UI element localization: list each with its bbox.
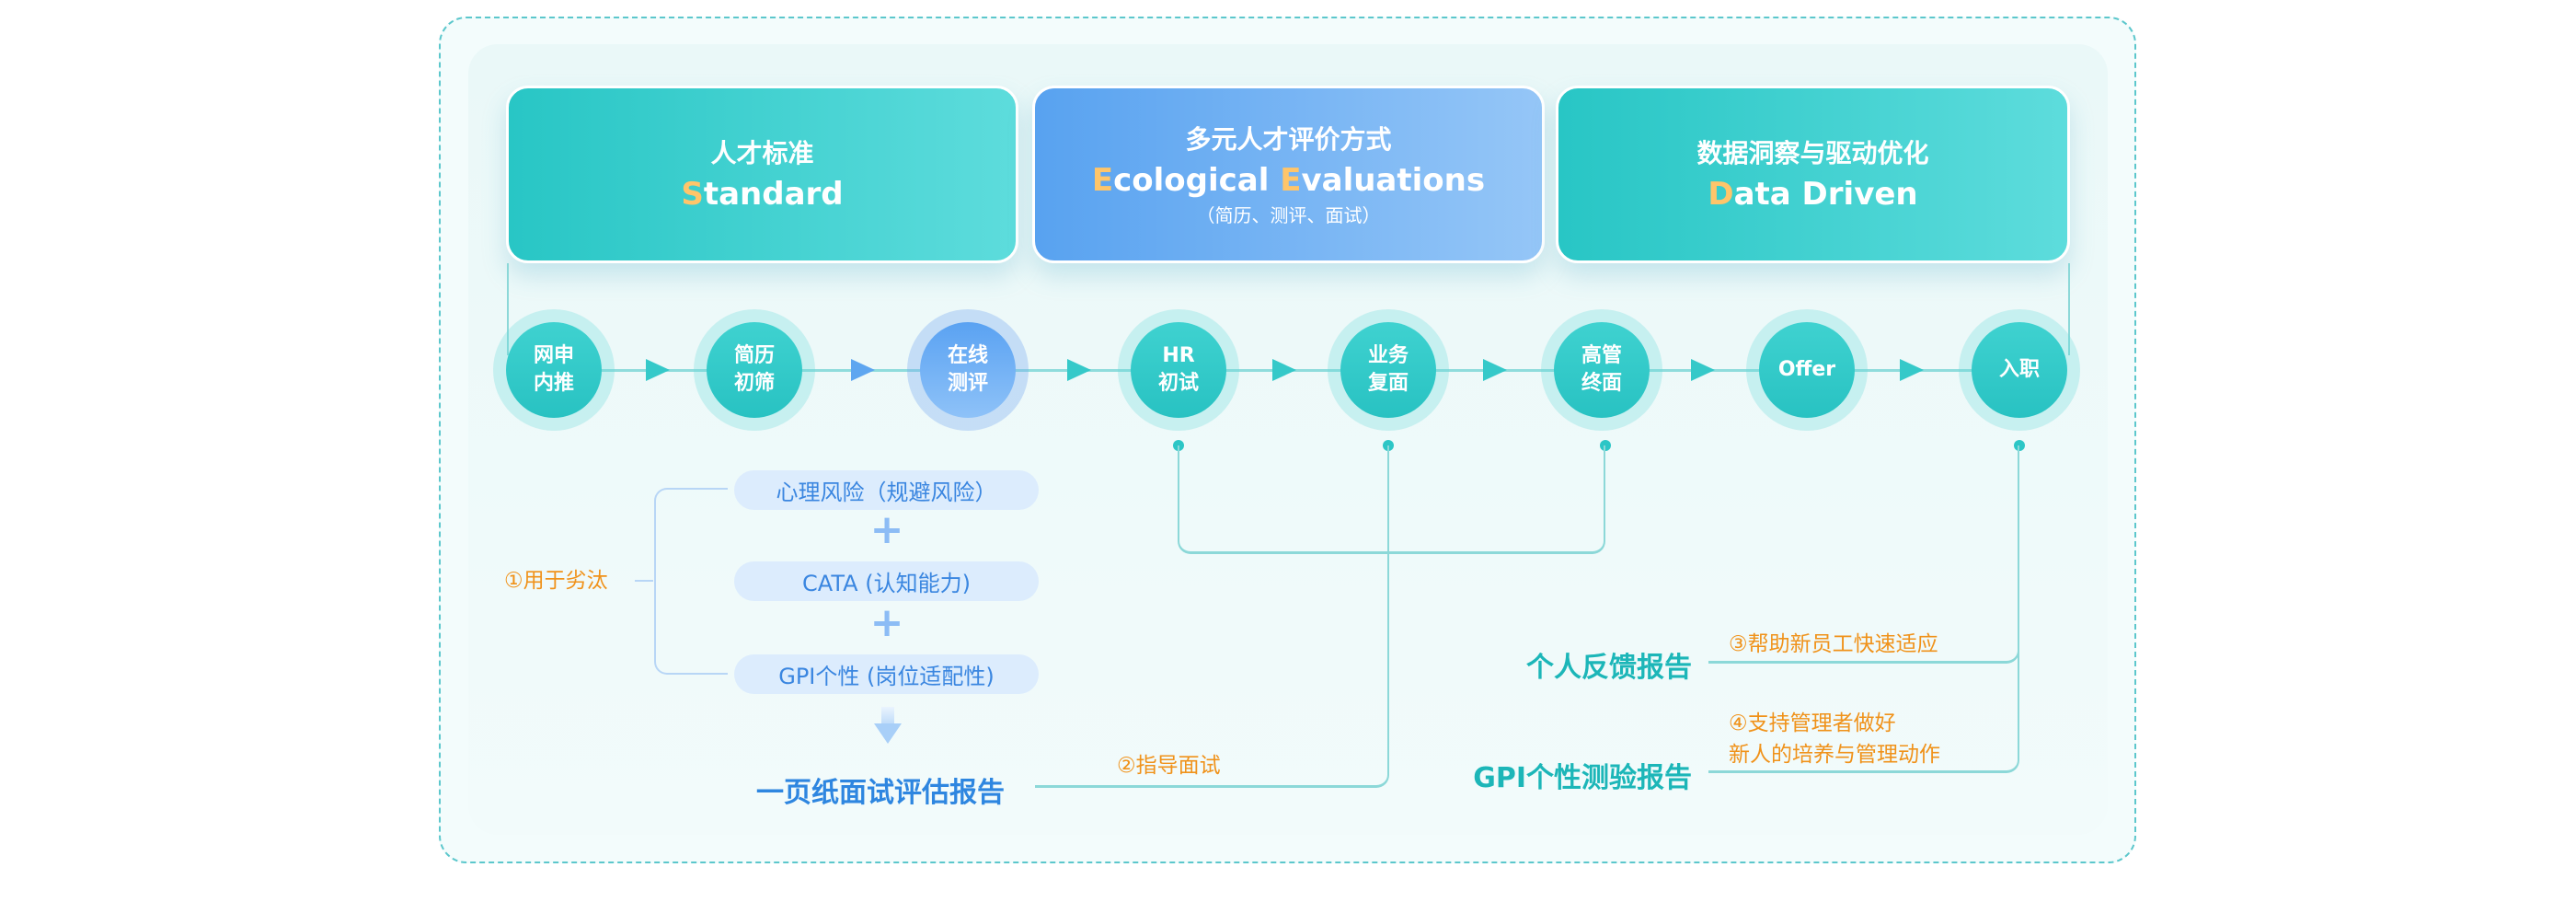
report-gpi: GPI个性测验报告 [1473, 762, 1692, 794]
report-one-page: 一页纸面试评估报告 [756, 777, 1005, 809]
connector-line [1035, 445, 1389, 788]
step-executive-interview: 高管 终面 [1541, 309, 1662, 431]
highlight-letter: D [1708, 175, 1734, 213]
arrow-icon [1691, 359, 1715, 381]
plus-icon: + [869, 506, 904, 553]
plus-icon: + [869, 599, 904, 646]
arrow-icon [1067, 359, 1091, 381]
step-onboarding: 入职 [1959, 309, 2080, 431]
card-note: （简历、测评、面试） [1196, 203, 1381, 226]
arrow-icon [1483, 359, 1507, 381]
card-subtitle-part: valuations [1301, 161, 1486, 199]
step-resume-screen: 简历 初筛 [694, 309, 815, 431]
note-elimination: ①用于劣汰 [504, 569, 608, 593]
interview-bracket [1178, 445, 1605, 554]
card-ecological-evaluations: 多元人才评价方式 Ecological Evaluations （简历、测评、面… [1032, 86, 1545, 263]
card-data-driven: 数据洞察与驱动优化 Data Driven [1556, 86, 2070, 263]
connector-line [1708, 445, 2019, 773]
card-title: 人才标准 [710, 137, 814, 168]
note-support-manager: ④支持管理者做好 [1729, 711, 1896, 735]
connector-line [507, 263, 509, 355]
card-title: 多元人才评价方式 [1185, 123, 1392, 155]
assessment-cata: CATA (认知能力) [734, 561, 1039, 601]
step-offer: Offer [1746, 309, 1868, 431]
bracket-tick [635, 580, 653, 582]
assessment-psych-risk: 心理风险（规避风险） [734, 470, 1039, 510]
connector-line [2068, 263, 2070, 355]
arrow-icon [851, 359, 875, 381]
arrow-icon [646, 359, 670, 381]
highlight-letter: E [1280, 161, 1302, 199]
step-application: 网申 内推 [493, 309, 615, 431]
down-arrow-icon [881, 707, 894, 725]
note-support-manager-2: 新人的培养与管理动作 [1729, 743, 1940, 767]
highlight-letter: E [1091, 161, 1114, 199]
arrow-icon [1900, 359, 1924, 381]
step-hr-interview: HR 初试 [1118, 309, 1239, 431]
card-standard: 人才标准 Standard [506, 86, 1018, 263]
note-guide-interview: ②指导面试 [1117, 754, 1221, 778]
report-feedback: 个人反馈报告 [1526, 652, 1692, 684]
card-subtitle: tandard [703, 175, 844, 213]
card-subtitle-part: cological [1113, 161, 1281, 199]
arrow-icon [1272, 359, 1296, 381]
step-business-interview: 业务 复面 [1328, 309, 1449, 431]
card-subtitle: ata Driven [1733, 175, 1918, 213]
step-online-assessment: 在线 测评 [907, 309, 1029, 431]
assessment-bracket [654, 488, 728, 675]
highlight-letter: S [681, 175, 704, 213]
assessment-gpi: GPI个性 (岗位适配性) [734, 654, 1039, 694]
card-title: 数据洞察与驱动优化 [1696, 137, 1929, 168]
note-help-new-employee: ③帮助新员工快速适应 [1729, 632, 1938, 656]
down-arrow-head [874, 723, 902, 744]
